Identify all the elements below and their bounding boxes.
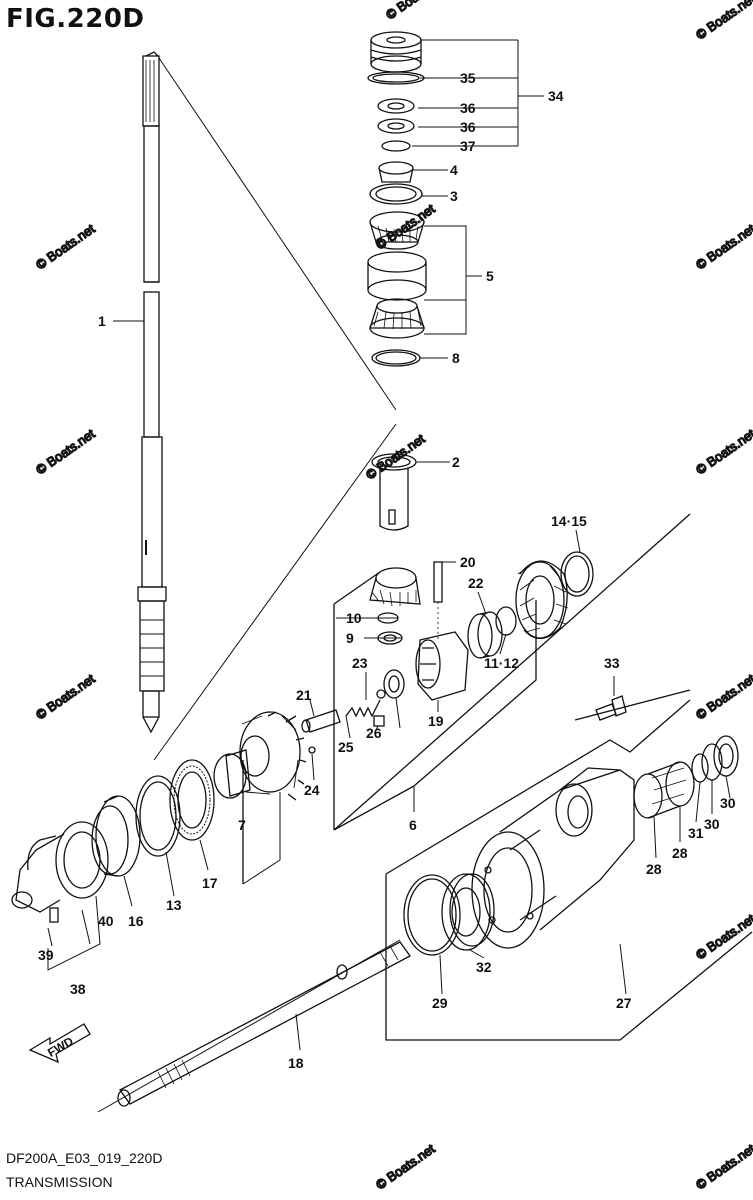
callout: 24 — [304, 782, 320, 798]
callout: 21 — [296, 687, 312, 703]
callout: 30 — [720, 795, 736, 811]
ball-bearing — [441, 873, 495, 951]
spacer — [467, 611, 503, 659]
watermark: © Boats.net — [373, 1141, 438, 1193]
callout: 26 — [366, 725, 382, 741]
watermark: © Boats.net — [693, 0, 753, 42]
callout: 33 — [604, 655, 620, 671]
callout: 4 — [450, 162, 458, 178]
callout-labels: 1 2 3 4 5 6 7 8 9 10 11·12 13 14·15 16 1… — [38, 70, 736, 1071]
callout: 23 — [352, 655, 368, 671]
push-rod — [373, 715, 385, 727]
callout: 38 — [70, 981, 86, 997]
forward-gear — [213, 711, 307, 801]
prop-shaft-housing — [471, 767, 635, 949]
watermark: © Boats.net — [693, 911, 753, 963]
o-ring — [403, 874, 461, 956]
callout: 20 — [460, 554, 476, 570]
callout: 30 — [704, 816, 720, 832]
pin — [433, 561, 443, 603]
bolt — [595, 695, 627, 721]
callout: 3 — [450, 188, 458, 204]
ball-24 — [308, 746, 316, 754]
callout: 39 — [38, 947, 54, 963]
needle-bearing — [633, 761, 695, 819]
watermark: © Boats.net — [693, 1141, 753, 1193]
forward-direction-arrow — [28, 1023, 91, 1064]
callout: 40 — [98, 913, 114, 929]
watermark: © Boats.net — [373, 201, 438, 253]
callout: 29 — [432, 995, 448, 1011]
watermark: © Boats.net — [33, 426, 98, 478]
figure-title: FIG.220D — [6, 4, 145, 34]
drive-shaft — [137, 51, 167, 734]
callout: 14·15 — [551, 513, 587, 529]
callout: 37 — [460, 138, 476, 154]
watermark: © Boats.net — [33, 221, 98, 273]
section-name: TRANSMISSION — [6, 1174, 113, 1190]
callout: 10 — [346, 610, 362, 626]
bearing-16 — [91, 795, 141, 877]
pinion-gear — [369, 567, 421, 607]
watermark: © Boats.net — [693, 221, 753, 273]
callout: 9 — [346, 630, 354, 646]
callout: 13 — [166, 897, 182, 913]
pinion-group-outline — [242, 513, 691, 884]
callout: 28 — [646, 861, 662, 877]
snap-ring-31 — [691, 753, 709, 783]
spring — [345, 699, 381, 718]
callout: 5 — [486, 268, 494, 284]
callout: 36 — [460, 100, 476, 116]
callout: 25 — [338, 739, 354, 755]
callout: 28 — [672, 845, 688, 861]
callout: 11·12 — [484, 655, 519, 671]
drawing-code: DF200A_E03_019_220D — [6, 1150, 163, 1166]
callout: 2 — [452, 454, 460, 470]
callout: 35 — [460, 70, 476, 86]
housing-group-outline — [385, 689, 753, 1041]
thrust-bearing — [169, 759, 215, 841]
sleeve — [383, 669, 405, 699]
oil-seal-30b — [713, 735, 739, 777]
watermark: © Boats.net — [693, 426, 753, 478]
callout: 7 — [238, 817, 246, 833]
callout: 16 — [128, 913, 144, 929]
callout: 34 — [548, 88, 564, 104]
forward-bearing-housing — [11, 821, 109, 923]
watermark: © Boats.net — [33, 671, 98, 723]
thrust-washer — [135, 775, 181, 857]
callout: 1 — [98, 313, 106, 329]
shim-14-15 — [560, 551, 594, 597]
callout: 18 — [288, 1055, 304, 1071]
callout: 6 — [409, 817, 417, 833]
bushing — [371, 453, 417, 531]
oil-seal-30a — [701, 743, 723, 781]
callout: 17 — [202, 875, 218, 891]
callout: 19 — [428, 713, 444, 729]
seal-housing-assembly — [367, 31, 425, 205]
taper-roller-bearing — [367, 211, 427, 367]
callout: 22 — [468, 575, 484, 591]
shift-rod — [305, 709, 341, 733]
clutch-dog — [415, 631, 469, 701]
propeller-shaft — [117, 941, 411, 1107]
watermark-layer: © Boats.net © Boats.net © Boats.net © Bo… — [32, 0, 753, 1193]
callout: 32 — [476, 959, 492, 975]
watermark: © Boats.net — [693, 671, 753, 723]
callout: 8 — [452, 350, 460, 366]
ball — [376, 689, 386, 699]
callout: 36 — [460, 119, 476, 135]
callout: 27 — [616, 995, 632, 1011]
watermark: © Boats.net — [383, 0, 448, 22]
callout: 31 — [688, 825, 704, 841]
reverse-gear — [515, 560, 569, 640]
